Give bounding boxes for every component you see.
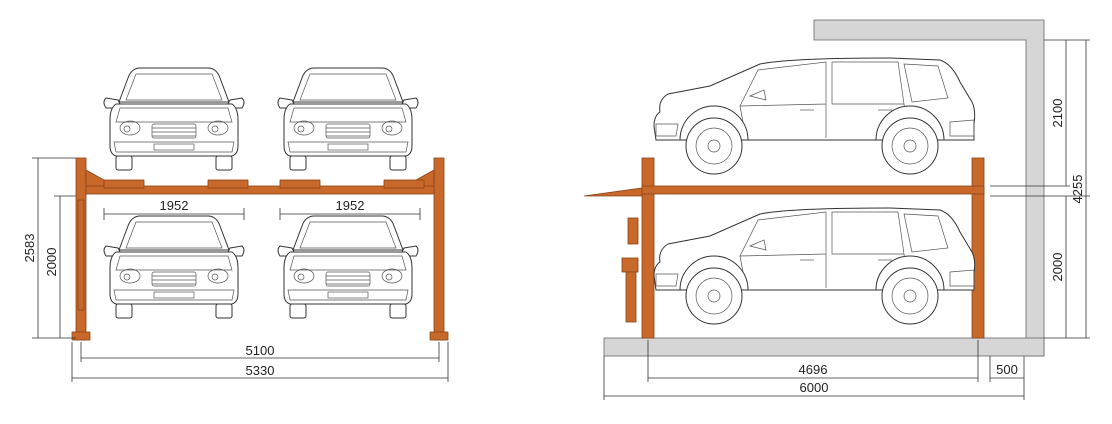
lower-left-car (103, 215, 245, 319)
lower-car (653, 207, 976, 325)
dim-post-span: 4696 (799, 362, 828, 377)
motor-box (627, 217, 639, 245)
cylinder (625, 271, 637, 323)
dim-rear-gap: 500 (996, 362, 1018, 377)
left-post-base (71, 331, 91, 341)
left-drive-box (77, 199, 85, 311)
dim-lower-clearance: 2000 (1050, 253, 1065, 282)
dim-platform-width-right: 1952 (336, 198, 365, 213)
front-view: 1952 1952 5100 5330 2583 2000 (22, 67, 449, 382)
side-view: 4696 500 6000 2100 2000 4255 (583, 19, 1090, 400)
upper-left-car (103, 67, 245, 171)
dim-lower-clearance: 2000 (44, 248, 59, 277)
dim-inner-width: 5100 (246, 343, 275, 358)
platform-pad (279, 179, 321, 189)
upper-platform (85, 185, 435, 195)
platform-pad (207, 179, 249, 189)
dim-outer-width: 5330 (246, 363, 275, 378)
dim-upper-height: 2100 (1050, 99, 1065, 128)
upper-platform (641, 185, 985, 195)
dim-total-length: 6000 (800, 380, 829, 395)
lower-right-car (277, 215, 419, 319)
dim-platform-width-left: 1952 (160, 198, 189, 213)
floor-slab (603, 337, 1045, 357)
platform-pad (383, 179, 425, 189)
ramp (583, 187, 643, 197)
dim-total-height: 2583 (22, 234, 37, 263)
front-post (641, 157, 655, 339)
right-post-base (429, 331, 449, 341)
upper-car (653, 57, 976, 175)
rear-post (971, 157, 985, 339)
dim-total-height: 4255 (1070, 175, 1085, 204)
right-post (433, 157, 445, 341)
upper-right-car (277, 67, 419, 171)
platform-pad (103, 179, 145, 189)
drive-unit (621, 257, 639, 273)
